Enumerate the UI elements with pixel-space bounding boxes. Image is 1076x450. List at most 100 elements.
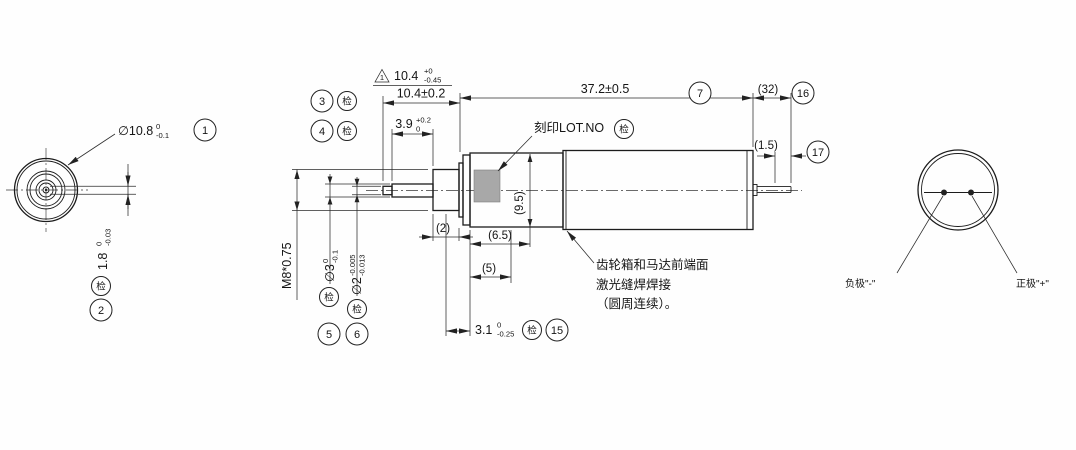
center-dot xyxy=(44,188,48,192)
dimension-arrow xyxy=(327,197,333,205)
dim-diameter-tol-lower: -0.1 xyxy=(156,131,169,140)
threaded-section xyxy=(432,169,460,211)
front-flange xyxy=(462,154,471,226)
inspection-stamp: 检 xyxy=(342,126,352,138)
weld-note-line1: 齿轮箱和马达前端面 xyxy=(596,257,709,272)
dim-diameter-tol-upper: 0 xyxy=(156,122,160,131)
concentric-circle xyxy=(16,160,76,220)
balloon-16 xyxy=(791,81,815,105)
dimension-arrow xyxy=(327,176,333,184)
balloon-2-number: 2 xyxy=(98,305,104,317)
inspection-stamp: 检 xyxy=(619,124,629,136)
concentric-circle xyxy=(35,179,57,201)
dim-tip-length-tol-upper: +0.2 xyxy=(416,116,431,125)
flag-note-tol-lower: -0.45 xyxy=(424,76,441,85)
positive-terminal-dot xyxy=(968,189,974,196)
dim-width-rotated: 1.8 0 -0.03 xyxy=(95,229,113,270)
dim-gearbox-text: (9.5) xyxy=(514,191,526,215)
diameter-leader-line xyxy=(67,133,116,166)
dim-marking-pos-text: (6.5) xyxy=(488,230,512,242)
dim-tip-length-tol-lower: 0 xyxy=(416,125,420,134)
balloon-7 xyxy=(688,81,712,105)
inspection-stamp: 检 xyxy=(96,281,106,293)
revision-triangle-number: 1 xyxy=(380,73,384,82)
dim-diameter-text: ∅10.8 xyxy=(118,124,153,138)
balloon-16-number: 16 xyxy=(797,88,809,100)
dim-lead-tip-text: (1.5) xyxy=(754,140,778,152)
dimension-arrow xyxy=(354,194,360,203)
outer-circle xyxy=(13,157,79,223)
inspection-stamp: 检 xyxy=(527,325,537,337)
flag-note-tol-upper: +0 xyxy=(424,67,433,76)
dim-flange-tol-lower: -0.25 xyxy=(497,330,514,339)
dim-tip-length-text: 3.9 xyxy=(395,117,412,131)
dimension-arrow xyxy=(527,154,533,162)
dim-thread-text: M8*0.75 xyxy=(280,242,294,289)
main-side-view xyxy=(366,149,802,231)
inspection-stamp-circle xyxy=(522,320,542,340)
dim-thread-rotated: M8*0.75 xyxy=(280,242,294,289)
concentric-circle xyxy=(38,182,54,198)
balloon-6-number: 6 xyxy=(354,329,360,341)
flag-note-value: 10.4 xyxy=(394,69,418,83)
weld-note-line3: （圆周连续）。 xyxy=(596,296,677,311)
shaft-tip-circle xyxy=(42,186,50,194)
balloon-6 xyxy=(345,322,369,346)
inspection-stamp-circle xyxy=(319,287,339,307)
concentric-circle xyxy=(29,173,63,207)
dim-front-pos-text: (5) xyxy=(482,263,496,275)
balloon-7-number: 7 xyxy=(697,88,703,100)
positive-terminal-label: 正极"+" xyxy=(1016,277,1049,290)
motor-end-inner-circle xyxy=(921,153,995,227)
dimension-arrow xyxy=(354,178,360,187)
negative-leader-line xyxy=(896,195,944,274)
revision-triangle-icon xyxy=(374,68,390,83)
balloon-4-number: 4 xyxy=(319,126,325,138)
negative-terminal-label: 负极"-" xyxy=(845,277,876,290)
dim-shaft-dia-tol-lower: -0.1 xyxy=(331,250,340,263)
dim-width-text: 1.8 xyxy=(96,253,110,270)
left-end-view: ∅10.8 0 -0.1 1 1.8 0 -0.03 检 2 xyxy=(6,118,217,322)
dimensions: 1 10.4 +0 -0.45 10.4±0.2 3 检 3.9 +0.2 0 … xyxy=(280,67,830,346)
balloon-5 xyxy=(317,322,341,346)
dim-width-tol-lower: -0.03 xyxy=(104,229,113,246)
balloon-3-number: 3 xyxy=(319,96,325,108)
positive-leader-line xyxy=(971,195,1018,274)
terminal-boss xyxy=(752,184,758,196)
balloon-5-number: 5 xyxy=(326,329,332,341)
dimension-arrow xyxy=(294,201,300,211)
balloon-15-number: 15 xyxy=(551,325,563,337)
weld-note-leader xyxy=(566,230,595,264)
dimension-arrow xyxy=(527,219,533,227)
dim-lead-length-text: (32) xyxy=(758,84,779,96)
dim-shaft-dia-rotated: ∅3 0 -0.1 xyxy=(321,250,340,282)
dim-tip-dia-tol-upper: -0.005 xyxy=(348,254,357,276)
motor-body xyxy=(562,149,754,231)
inspection-stamp-circle xyxy=(91,276,111,296)
dim-tip-dia-text: ∅2 xyxy=(350,277,364,295)
marking-leader-line xyxy=(497,135,533,172)
balloon-4 xyxy=(310,119,334,143)
inspection-stamp-circle xyxy=(614,119,634,139)
lot-marking-area xyxy=(473,169,501,203)
dim-gearbox-rotated: (9.5) xyxy=(514,191,526,215)
balloon-2 xyxy=(89,298,113,322)
right-end-view: 负极"-" 正极"+" xyxy=(845,149,1049,290)
weld-note-line2: 激光缝焊焊接 xyxy=(596,277,672,292)
dim-shaft-dia-text: ∅3 xyxy=(323,264,337,282)
dim-body-length-text: 37.2±0.5 xyxy=(581,82,630,96)
dim-width-tol-upper: 0 xyxy=(95,242,104,246)
dim-assembly-text: 10.4±0.2 xyxy=(397,87,446,101)
dim-flange-tol-upper: 0 xyxy=(497,321,501,330)
inspection-stamp-circle xyxy=(347,299,367,319)
balloon-3 xyxy=(310,89,334,113)
balloon-1 xyxy=(193,118,217,142)
dim-tip-dia-rotated: ∅2 -0.005 -0.013 xyxy=(348,254,367,295)
concentric-circle xyxy=(26,170,66,210)
inspection-stamp: 检 xyxy=(342,96,352,108)
dim-flange-text: 3.1 xyxy=(475,323,492,337)
dimension-arrow xyxy=(294,170,300,179)
balloon-17-number: 17 xyxy=(812,147,824,159)
